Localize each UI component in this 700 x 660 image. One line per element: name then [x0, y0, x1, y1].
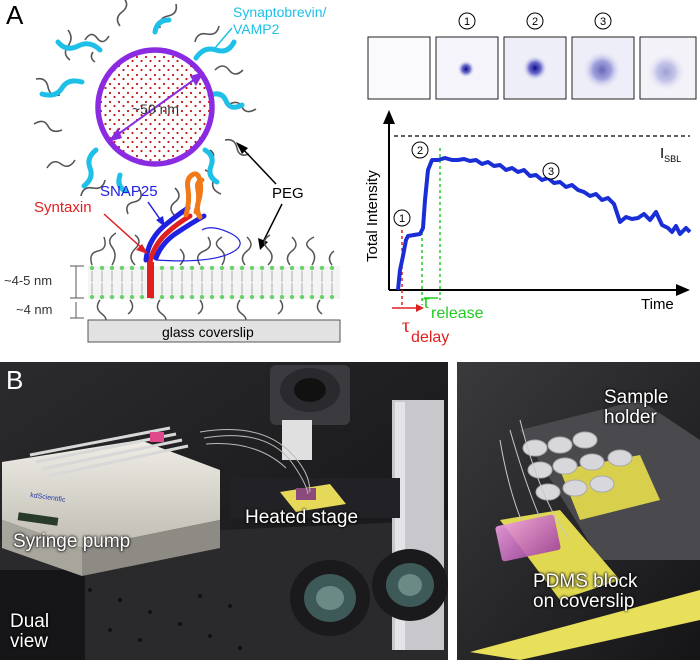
yellow-tape-1 — [470, 590, 700, 660]
habc-domain-helix — [183, 171, 205, 220]
setup-photo: kdScientific — [0, 362, 448, 660]
snap25-helix-1 — [153, 213, 207, 261]
vamp2-pointer — [214, 27, 233, 49]
snap25-label: SNAP25 — [100, 183, 158, 200]
pdms-block-label: PDMS block on coverslip — [533, 571, 638, 612]
x-axis-label: Time — [641, 296, 674, 313]
syntaxin-helix — [147, 213, 193, 265]
condenser-arm — [282, 420, 312, 460]
dual-view-box — [0, 570, 85, 660]
tau-delay-label: τdelay — [402, 315, 449, 346]
stage-markers: 1 2 3 — [393, 141, 560, 227]
syringe-pump: kdScientific — [2, 426, 311, 576]
stage-marker-1: 1 — [399, 213, 405, 225]
heated-stage-label: Heated stage — [245, 507, 359, 528]
vamp2-label-line2: VAMP2 — [233, 21, 280, 37]
peg-arrow-up — [239, 145, 277, 185]
y-axis-arrowhead — [383, 110, 395, 124]
y-axis-label: Total Intensity — [364, 170, 381, 262]
vamp2-label-line1: Synaptobrevin/ — [233, 4, 327, 20]
sample-holder-photo — [457, 362, 700, 660]
frame-0 — [367, 36, 431, 100]
frame-markers: 1 2 3 — [458, 12, 612, 30]
vamp2-proteins — [39, 17, 245, 194]
snap25-arrowhead — [156, 216, 165, 227]
diameter-arrowhead-2 — [190, 72, 204, 86]
isbl-label: ISBL — [660, 145, 681, 164]
thickness-lower-label: ~4 nm — [16, 302, 53, 317]
syringe-pump-label: Syringe pump — [13, 531, 131, 552]
peg-squiggles-membrane — [90, 232, 335, 327]
intensity-plot: ISBL Total Intensity Time 1 2 3 τrelease… — [364, 110, 692, 346]
panel-a: A — [4, 0, 697, 346]
lipid-heads-bottom — [89, 294, 335, 300]
peg-arrow-down — [261, 203, 283, 245]
tau-release-label: τrelease — [422, 291, 484, 322]
isbl-symbol: I — [660, 145, 664, 162]
diameter-arrowhead-1 — [108, 128, 122, 142]
syntaxin-tmd — [147, 262, 154, 298]
dual-view-label: Dual view — [10, 611, 50, 652]
diameter-label: ~50 nm — [132, 101, 179, 117]
sample-holder-label: Sample holder — [604, 387, 669, 428]
supported-bilayer — [88, 171, 340, 327]
thickness-brackets — [70, 265, 84, 319]
eyepieces — [290, 549, 448, 636]
tubing — [199, 429, 311, 495]
lipid-tails — [91, 271, 333, 294]
peg-arrowhead-up — [236, 142, 248, 154]
syntaxin-label: Syntaxin — [34, 199, 92, 216]
frame-marker-1: 1 — [464, 16, 470, 28]
stage-marker-2: 2 — [417, 145, 423, 157]
tau-delay-symbol: τ — [402, 315, 410, 337]
stage-marker-3: 3 — [548, 166, 554, 178]
syntaxin-pointer — [103, 213, 145, 251]
tau-delay-subscript: delay — [411, 329, 449, 346]
peg-arrowhead-down — [258, 238, 268, 250]
bilayer-band — [88, 266, 340, 299]
peg-label: PEG — [272, 185, 304, 202]
tau-delay-arrowhead — [416, 304, 424, 312]
tau-release-symbol: τ — [422, 291, 430, 313]
coverslip-label: glass coverslip — [162, 324, 254, 340]
pdms-block — [495, 514, 561, 562]
syntaxin-arrowhead — [136, 244, 148, 254]
frame-marker-2: 2 — [532, 16, 538, 28]
frame-marker-3: 3 — [600, 16, 606, 28]
snap25-linker — [155, 227, 241, 262]
tau-release-subscript: release — [431, 305, 484, 322]
vesicle-group: ~50 nm — [33, 0, 257, 217]
x-axis-arrowhead — [676, 284, 690, 296]
panel-a-letter: A — [6, 0, 24, 30]
isbl-subscript: SBL — [664, 154, 681, 164]
tirf-frames — [367, 36, 697, 100]
panel-divider — [448, 362, 457, 660]
panel-b: kdScientific — [0, 362, 700, 660]
pump-brand: kdScientific — [30, 492, 67, 504]
glass-coverslip — [87, 319, 341, 343]
thickness-upper-label: ~4-5 nm — [4, 273, 52, 288]
panel-b-letter: B — [6, 365, 23, 395]
intensity-trace — [396, 156, 692, 291]
pump-display — [17, 512, 59, 526]
diameter-arrow — [109, 73, 203, 141]
peg-squiggles-around-vesicle — [33, 0, 257, 217]
